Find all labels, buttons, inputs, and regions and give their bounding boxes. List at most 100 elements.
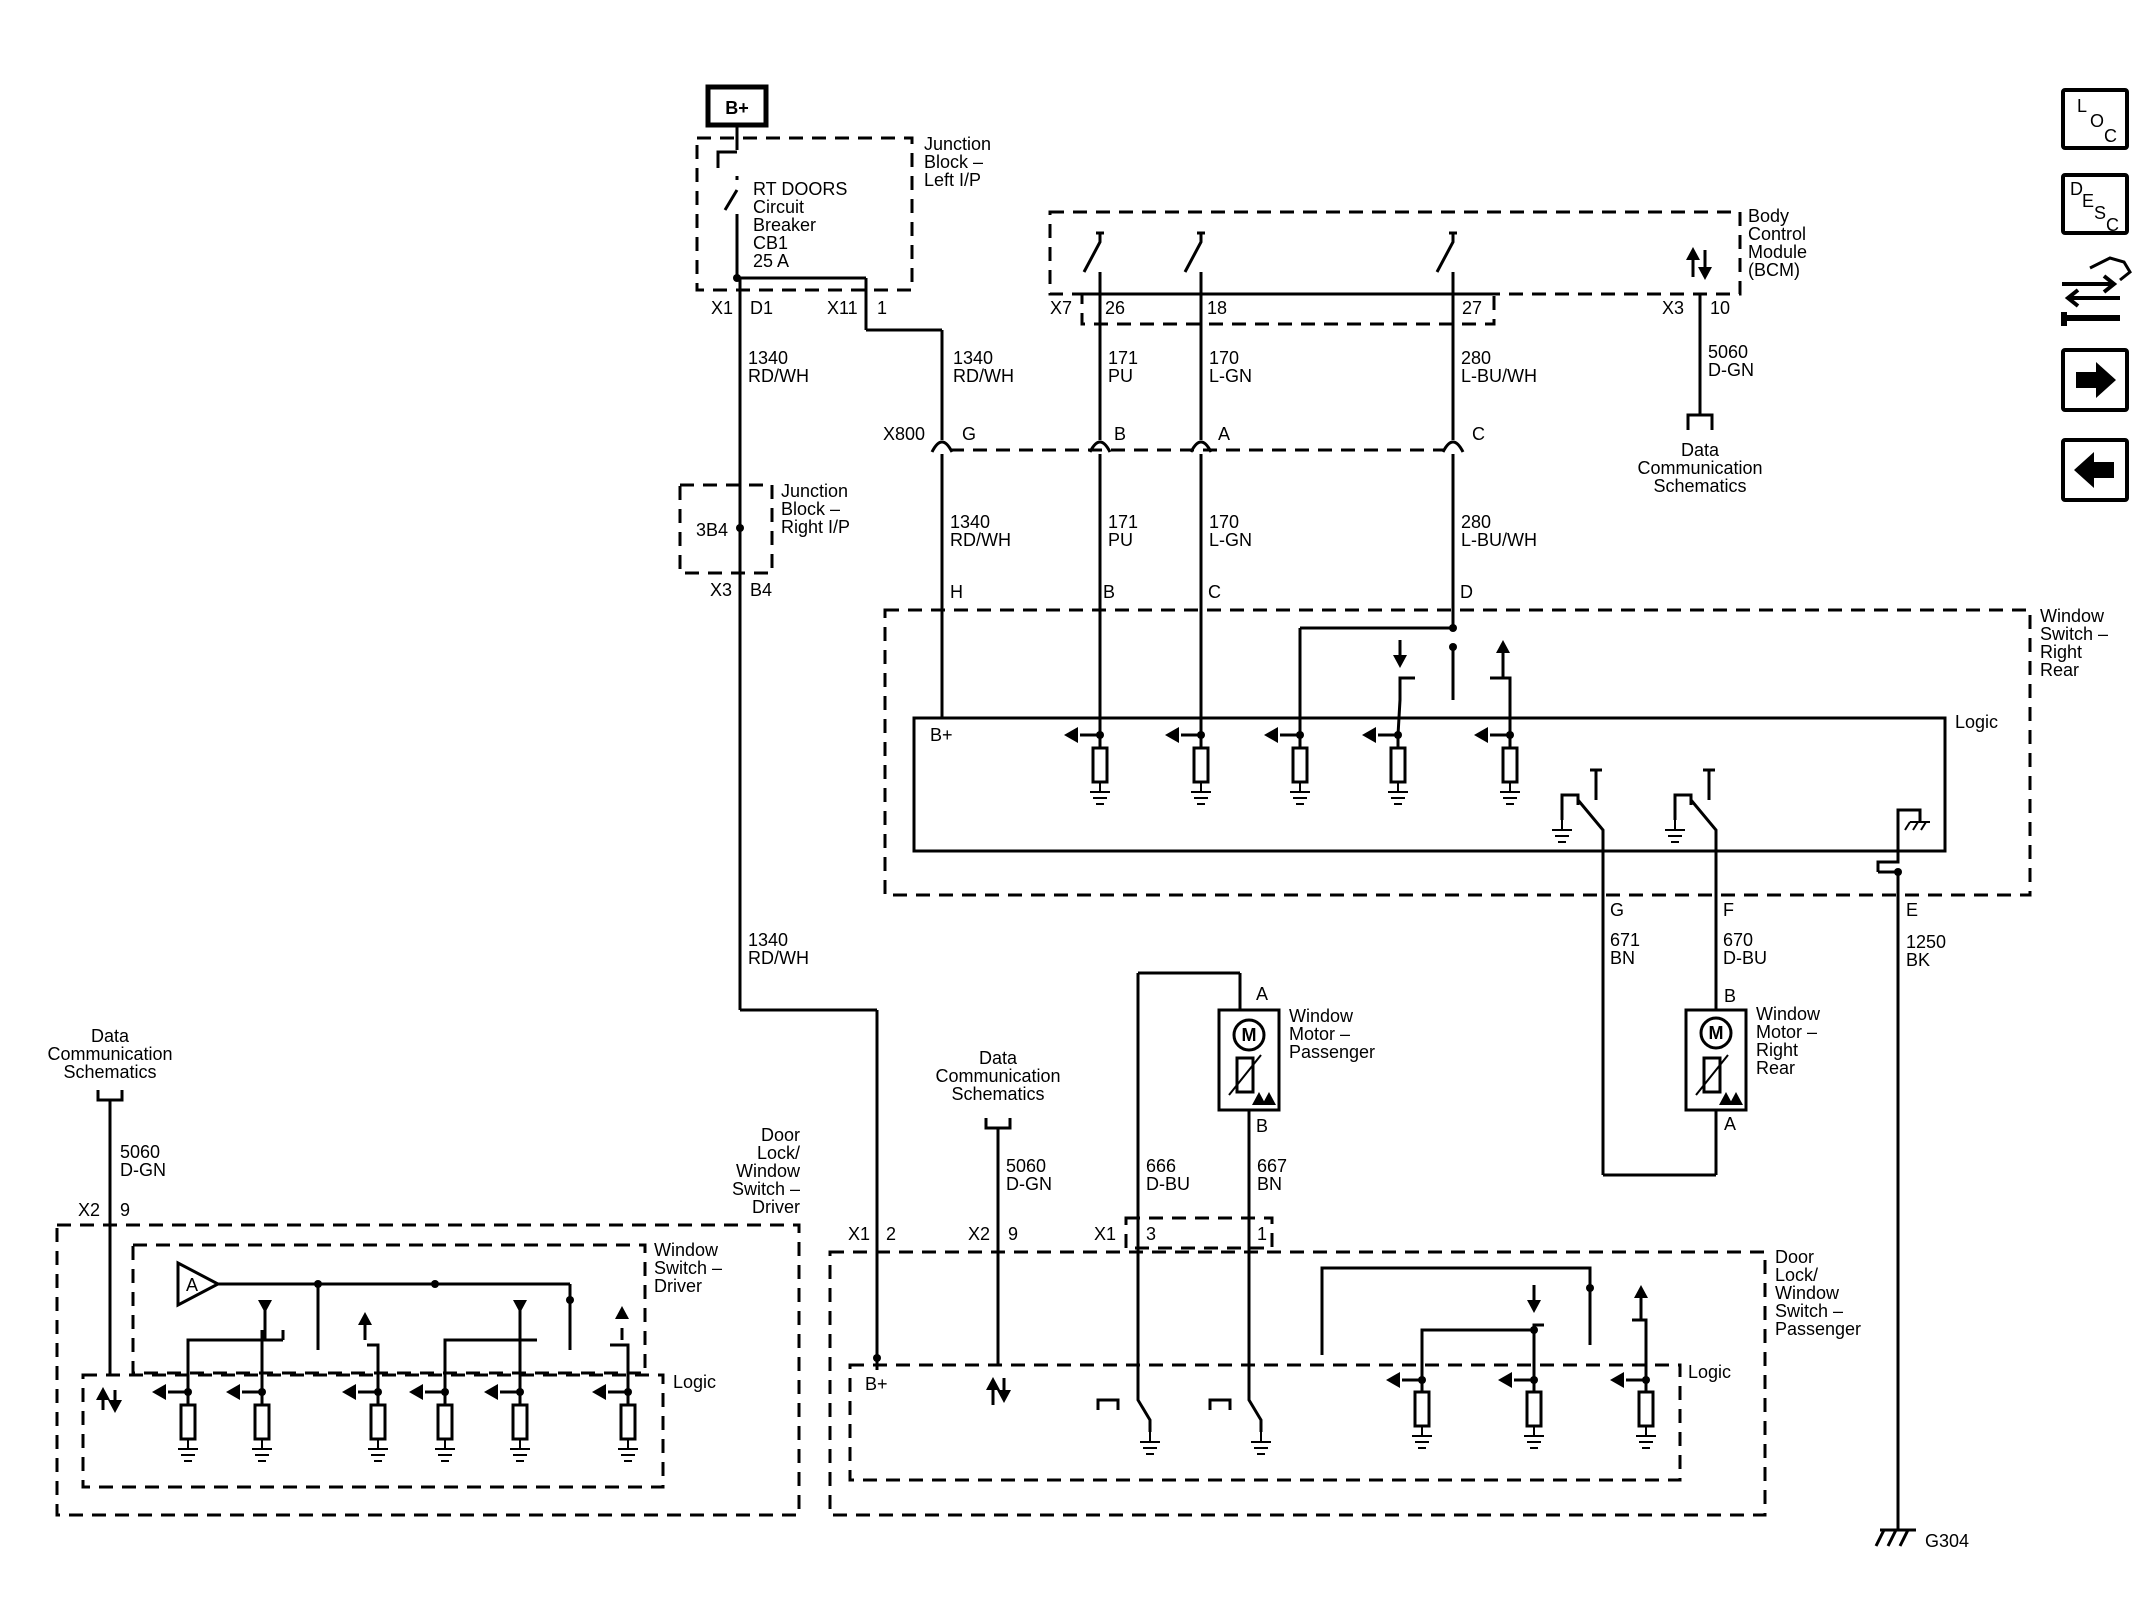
junction-block-right-box (678, 483, 774, 575)
driver-amplifier (176, 1260, 222, 1308)
logic-bplus-passenger: B+ (865, 1374, 888, 1394)
window-switch-driver-box (131, 1243, 647, 1375)
logic-input-stage (1064, 727, 1521, 805)
loc-letter-c: C (2104, 126, 2117, 146)
conn-g-x800: G (962, 424, 976, 444)
arrow-left-icon (2074, 452, 2114, 488)
loc-letter-l: L (2077, 96, 2087, 116)
desc-letter-d: D (2070, 179, 2083, 199)
conn-b-rr: B (1103, 582, 1115, 602)
conn-d: D (1460, 582, 1473, 602)
driver-amplifier-label: A (186, 1275, 198, 1295)
conn-d1: D1 (750, 298, 773, 318)
conn-2-pass: 2 (886, 1224, 896, 1244)
conn-c-x800: C (1472, 424, 1485, 444)
previous-button[interactable] (2061, 438, 2129, 502)
conn-3-pass: 3 (1146, 1224, 1156, 1244)
logic-bplus-right-rear: B+ (930, 725, 953, 745)
bcm-connector-x7-box (1080, 292, 1496, 326)
conn-x2-pass: X2 (968, 1224, 990, 1244)
circuit-breaker-symbol (716, 140, 739, 280)
connector-view-icon[interactable] (2061, 256, 2132, 326)
conn-x1: X1 (711, 298, 733, 318)
conn-1-pass: 1 (1257, 1224, 1267, 1244)
logic-box-driver (81, 1373, 665, 1489)
conn-x11: X11 (827, 298, 858, 318)
conn-b4: B4 (750, 580, 772, 600)
desc-button[interactable]: D E S C (2061, 173, 2129, 235)
bcm-box (1048, 210, 1742, 296)
relay-g (1560, 768, 1605, 935)
conn-b-x800: B (1114, 424, 1126, 444)
conn-x1b-pass: X1 (1094, 1224, 1116, 1244)
driver-logic-inputs (152, 1340, 639, 1462)
door-lock-window-switch-driver-box (55, 1223, 801, 1517)
conn-x2-driver: X2 (78, 1200, 100, 1220)
logic-box-right-rear (912, 716, 1947, 853)
relay-f (1673, 768, 1718, 935)
logic-box-passenger (848, 1363, 1682, 1482)
conn-x7: X7 (1050, 298, 1072, 318)
conn-27: 27 (1462, 298, 1482, 318)
logic-label-right-rear: Logic (1955, 712, 1998, 732)
motor-rr-pin-a: A (1724, 1114, 1736, 1134)
motor-rr-symbol: M (1709, 1023, 1724, 1043)
motor-pass-symbol: M (1242, 1025, 1257, 1045)
window-switch-right-rear-box (883, 608, 2032, 897)
conn-10: 10 (1710, 298, 1730, 318)
arrow-right-icon (2076, 362, 2116, 398)
bplus-label: B+ (725, 98, 749, 118)
conn-9-driver: 9 (120, 1200, 130, 1220)
loc-button[interactable]: L O C (2061, 88, 2129, 150)
conn-x3-bcm: X3 (1662, 298, 1684, 318)
conn-g-rr: G (1610, 900, 1624, 920)
junction-block-left-box (695, 136, 914, 292)
conn-c-rr: C (1208, 582, 1221, 602)
pass-logic-inputs (1386, 1350, 1657, 1449)
desc-letter-c: C (2106, 215, 2119, 235)
bcm-switch-27 (1435, 231, 1457, 300)
pass-connector-x1-box (1124, 1216, 1274, 1250)
bcm-switch-26 (1082, 231, 1104, 300)
motor-rr-pin-b: B (1724, 986, 1736, 1006)
desc-letter-e: E (2082, 191, 2094, 211)
conn-h: H (950, 582, 963, 602)
bcm-switch-18 (1183, 231, 1205, 300)
bcm-data-comm-bracket (1686, 413, 1714, 430)
conn-1: 1 (877, 298, 887, 318)
conn-18: 18 (1207, 298, 1227, 318)
conn-9-pass: 9 (1008, 1224, 1018, 1244)
loc-letter-o: O (2090, 111, 2104, 131)
motor-pass-pin-b: B (1256, 1116, 1268, 1136)
next-button[interactable] (2061, 348, 2129, 412)
conn-f-rr: F (1723, 900, 1734, 920)
motor-pass-pin-a: A (1256, 984, 1268, 1004)
